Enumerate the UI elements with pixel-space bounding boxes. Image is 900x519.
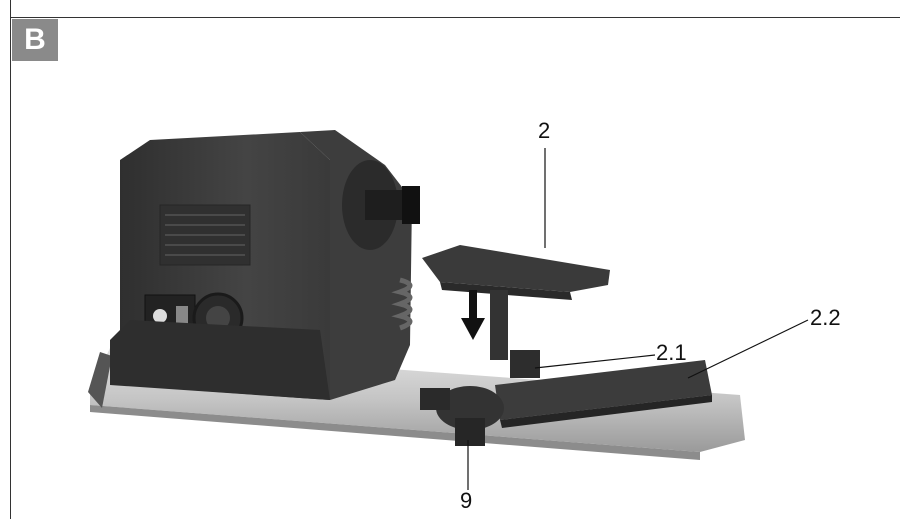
down-arrow-icon [461, 290, 485, 340]
tool-rest [420, 245, 712, 446]
callout-2-1: 2.1 [656, 340, 687, 365]
clamp-lever [420, 386, 504, 446]
callout-9: 9 [460, 488, 473, 513]
frame-top-line [10, 17, 900, 18]
headstock [110, 130, 420, 400]
callout-2-2: 2.2 [810, 305, 841, 330]
figure-badge: B [12, 19, 58, 61]
leader-lines [467, 148, 809, 490]
callout-2: 2 [538, 118, 551, 143]
frame-left-line [10, 0, 11, 519]
